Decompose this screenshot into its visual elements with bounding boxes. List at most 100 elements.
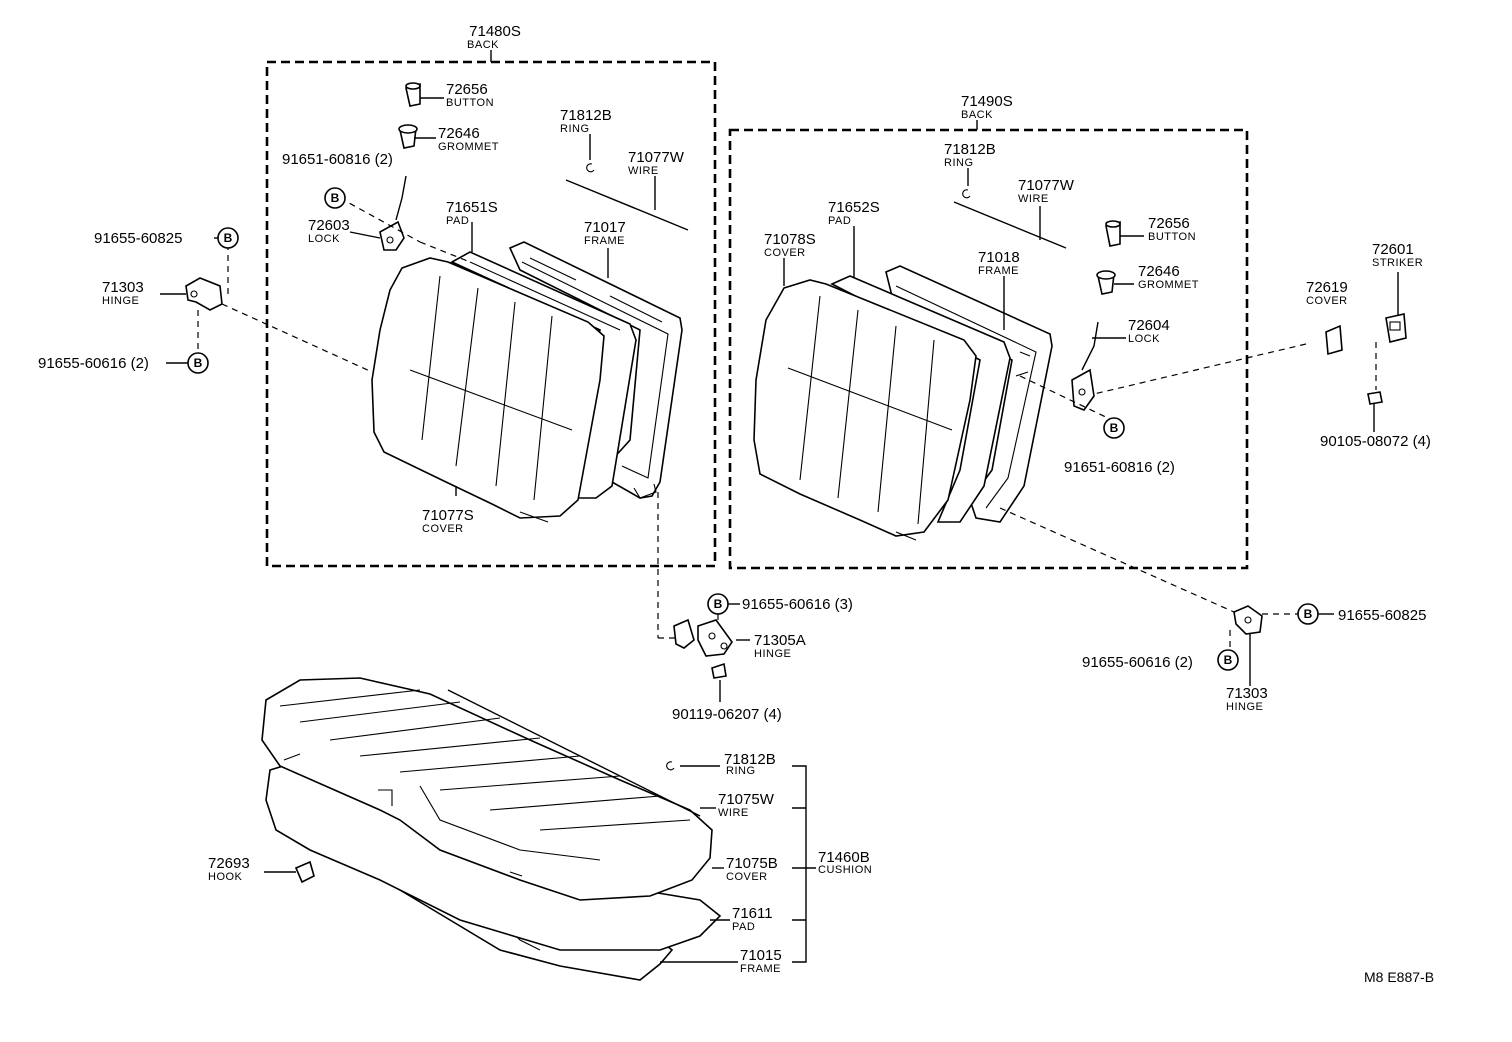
svg-text:HINGE: HINGE xyxy=(102,295,139,307)
wire-71077w-illustration xyxy=(565,179,689,231)
svg-text:71812B: 71812B xyxy=(724,751,776,768)
svg-text:71490S: 71490S xyxy=(961,93,1013,110)
grommet-72646-illustration xyxy=(398,124,418,149)
cover-71075b-illustration xyxy=(261,677,713,901)
svg-text:WIRE: WIRE xyxy=(718,807,749,819)
svg-text:71015: 71015 xyxy=(740,947,782,964)
label-91655-60825-right: 91655-60825 xyxy=(1338,607,1426,624)
svg-text:COVER: COVER xyxy=(1306,295,1348,307)
svg-text:GROMMET: GROMMET xyxy=(1138,279,1199,291)
svg-text:91651-60816 (2): 91651-60816 (2) xyxy=(1064,459,1175,476)
striker-72601-illustration xyxy=(1367,272,1407,432)
svg-text:90105-08072 (4): 90105-08072 (4) xyxy=(1320,433,1431,450)
label-91651-left: 91651-60816 (2) xyxy=(282,151,393,168)
svg-text:GROMMET: GROMMET xyxy=(438,141,499,153)
pad-71652s-illustration xyxy=(830,275,1011,523)
svg-text:LOCK: LOCK xyxy=(308,233,340,245)
label-91651-right: 91651-60816 (2) xyxy=(1064,459,1175,476)
svg-text:WIRE: WIRE xyxy=(628,165,659,177)
ring-71812b2-illustration xyxy=(962,189,971,199)
svg-text:90119-06207 (4): 90119-06207 (4) xyxy=(672,706,782,723)
label-91655-60616-center: 91655-60616 (3) xyxy=(742,596,853,613)
svg-text:91655-60616 (3): 91655-60616 (3) xyxy=(742,596,853,613)
svg-text:PAD: PAD xyxy=(732,921,755,933)
svg-text:72646: 72646 xyxy=(1138,263,1180,280)
svg-text:CUSHION: CUSHION xyxy=(818,864,872,876)
svg-text:B: B xyxy=(714,597,723,611)
svg-text:RING: RING xyxy=(726,765,756,777)
svg-text:BUTTON: BUTTON xyxy=(1148,231,1196,243)
grommet-72646b-illustration xyxy=(1096,270,1116,295)
cover-71078s-illustration xyxy=(753,279,977,541)
ring-71812c-illustration xyxy=(666,761,675,771)
svg-text:STRIKER: STRIKER xyxy=(1372,257,1423,269)
svg-text:71303: 71303 xyxy=(102,279,144,296)
svg-text:91655-60825: 91655-60825 xyxy=(94,230,182,247)
svg-text:71305A: 71305A xyxy=(754,632,806,649)
hook-72693-illustration xyxy=(264,860,315,884)
svg-text:LOCK: LOCK xyxy=(1128,333,1160,345)
svg-text:WIRE: WIRE xyxy=(1018,193,1049,205)
wire-71077wb-illustration xyxy=(953,201,1067,249)
seat-cushion-assembly xyxy=(261,677,816,981)
bolt-marker: B xyxy=(1103,417,1125,439)
svg-text:71812B: 71812B xyxy=(560,107,612,124)
bolt-marker: B xyxy=(217,227,239,249)
right-hinge-71303-illustration xyxy=(999,507,1298,686)
svg-text:71078S: 71078S xyxy=(764,231,816,248)
svg-text:71077W: 71077W xyxy=(628,149,685,166)
bolt-markers: B B B B B B B xyxy=(187,187,1319,671)
svg-text:B: B xyxy=(194,356,203,370)
svg-text:91655-60616 (2): 91655-60616 (2) xyxy=(38,355,149,372)
svg-text:72619: 72619 xyxy=(1306,279,1348,296)
svg-text:B: B xyxy=(1224,653,1233,667)
svg-text:91651-60816 (2): 91651-60816 (2) xyxy=(282,151,393,168)
svg-text:COVER: COVER xyxy=(422,523,464,535)
svg-text:BACK: BACK xyxy=(961,109,993,121)
lock-72604-illustration xyxy=(1071,321,1099,411)
svg-text:B: B xyxy=(1304,607,1313,621)
svg-text:72656: 72656 xyxy=(1148,215,1190,232)
wire-71075w-illustration xyxy=(447,689,701,817)
center-hinge-71305a-illustration xyxy=(657,492,750,702)
frame-71017-illustration xyxy=(508,241,683,499)
svg-text:HOOK: HOOK xyxy=(208,871,243,883)
cover-72619-illustration xyxy=(1093,324,1343,395)
svg-text:FRAME: FRAME xyxy=(978,265,1019,277)
svg-text:71077W: 71077W xyxy=(1018,177,1075,194)
bolt-marker: B xyxy=(187,352,209,374)
svg-text:FRAME: FRAME xyxy=(740,963,781,975)
svg-text:71303: 71303 xyxy=(1226,685,1268,702)
svg-text:BACK: BACK xyxy=(467,39,499,51)
left-hinge-71303-illustration xyxy=(160,244,373,373)
svg-text:72646: 72646 xyxy=(438,125,480,142)
ring-71812b-illustration xyxy=(586,163,595,173)
svg-text:72656: 72656 xyxy=(446,81,488,98)
svg-text:COVER: COVER xyxy=(764,247,806,259)
diagram-code: M8 E887-B xyxy=(1364,969,1434,985)
svg-text:71460B: 71460B xyxy=(818,849,870,866)
svg-text:71017: 71017 xyxy=(584,219,626,236)
label-90105: 90105-08072 (4) xyxy=(1320,433,1431,450)
